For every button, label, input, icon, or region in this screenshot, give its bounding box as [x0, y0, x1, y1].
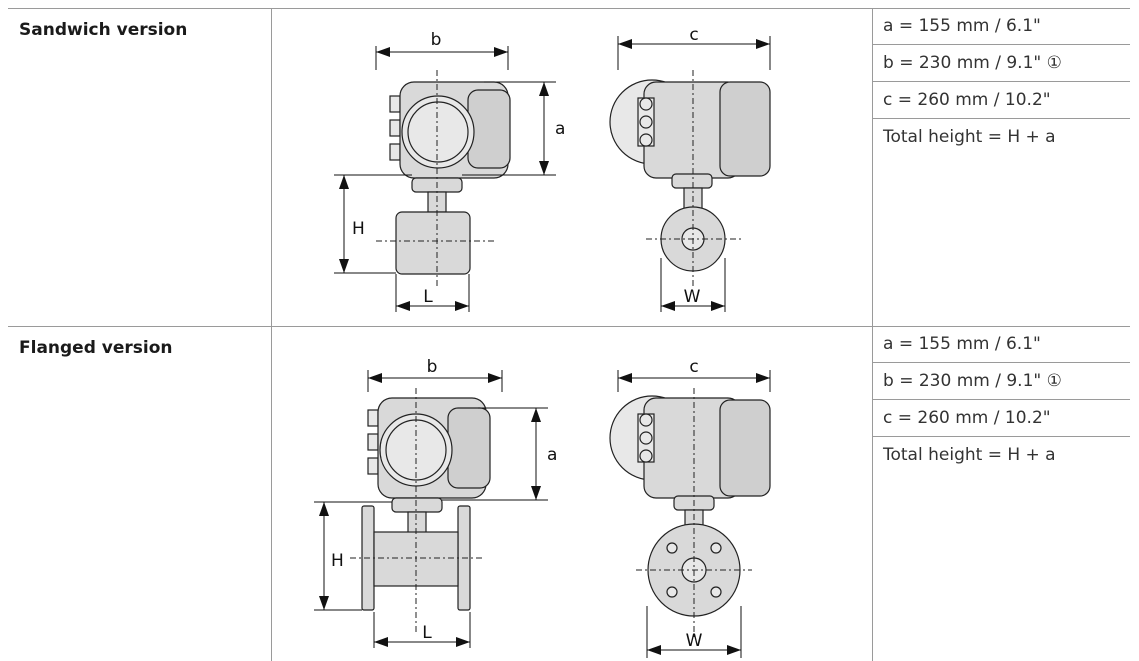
row-label: Sandwich version	[19, 20, 188, 40]
dim-b: b = 230 mm / 9.1" ①	[873, 363, 1130, 400]
dim-label-H: H	[331, 551, 344, 571]
dim-label-b: b	[427, 357, 438, 377]
table-top-border	[8, 8, 1130, 9]
dim-total-height: Total height = H + a	[883, 445, 1056, 465]
dim-label-L: L	[422, 623, 432, 643]
dim-label-W: W	[684, 287, 701, 307]
table-row-sandwich: Sandwich version	[8, 8, 1130, 326]
flanged-dimension-drawing: b a H	[314, 357, 771, 658]
dim-label-c: c	[689, 357, 698, 377]
row-label: Flanged version	[19, 338, 173, 358]
row-divider	[8, 326, 1130, 327]
dim-label-W: W	[686, 631, 703, 651]
dim-label-c: c	[689, 25, 698, 45]
dimensions-cell: a = 155 mm / 6.1" b = 230 mm / 9.1" ① c …	[873, 8, 1130, 326]
front-view: b a H	[334, 30, 565, 312]
label-cell: Flanged version	[8, 326, 272, 661]
side-view: c W	[609, 25, 771, 312]
sandwich-dimension-drawing: b a H	[334, 25, 771, 312]
label-cell: Sandwich version	[8, 8, 272, 326]
dim-a: a = 155 mm / 6.1"	[873, 8, 1130, 45]
dim-b: b = 230 mm / 9.1" ①	[873, 45, 1130, 82]
dim-label-b: b	[431, 30, 442, 50]
dim-c: c = 260 mm / 10.2"	[873, 400, 1130, 437]
dim-label-a: a	[547, 445, 557, 465]
drawing-cell: b a H	[272, 8, 873, 326]
side-view: c W	[609, 357, 771, 658]
dim-label-L: L	[423, 287, 433, 307]
front-view: b a H	[314, 357, 557, 648]
dim-label-H: H	[352, 219, 365, 239]
dim-label-a: a	[555, 119, 565, 139]
dim-a: a = 155 mm / 6.1"	[873, 326, 1130, 363]
table-row-flanged: Flanged version	[8, 326, 1130, 661]
dim-c: c = 260 mm / 10.2"	[873, 82, 1130, 119]
dimensions-cell: a = 155 mm / 6.1" b = 230 mm / 9.1" ① c …	[873, 326, 1130, 661]
dimensions-table: Sandwich version	[8, 8, 1130, 661]
drawing-cell: b a H	[272, 326, 873, 661]
dim-total-height: Total height = H + a	[883, 127, 1056, 147]
